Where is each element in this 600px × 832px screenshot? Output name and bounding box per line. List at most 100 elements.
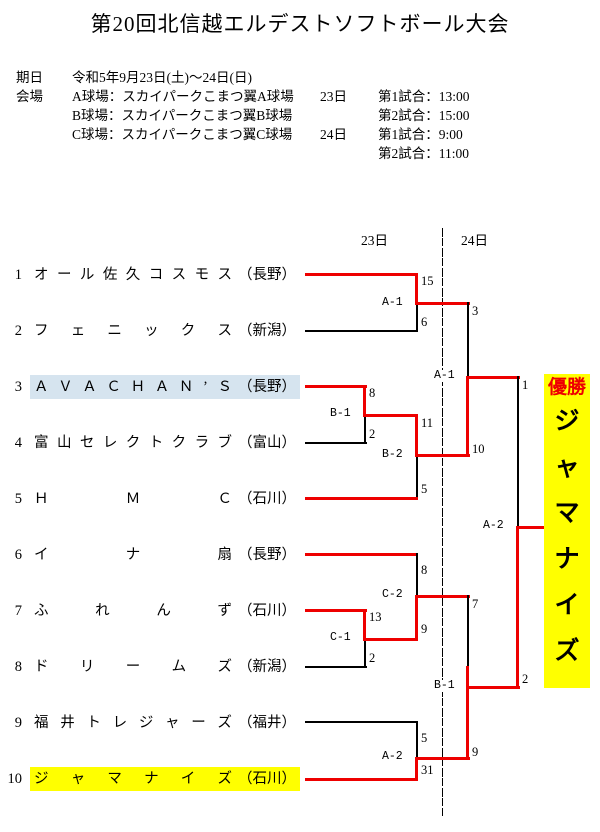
team-name-char: ’ [202,379,208,395]
team-name-char: ズ [217,771,232,787]
team-name-char: Ｃ [217,491,233,507]
match-label-b1-r1: B-1 [329,407,352,420]
team-name-char: Ｍ [125,491,141,507]
team-name-char: ー [191,715,206,731]
team-name: ジャマナイズ [34,767,238,791]
match-label-a2-r1: A-2 [381,750,404,763]
score-b1r2-bottom: 9 [472,745,479,759]
team-seed: 7 [14,603,22,619]
score-c1r1-top: 13 [369,610,382,624]
team-name-char: レ [102,435,118,451]
team-seed: 2 [14,323,22,339]
team-name-char: 富 [34,435,49,451]
champion-name-char: ナ [554,544,580,573]
team-seed: 1 [14,267,22,283]
team-name-char: Ｓ [217,379,232,395]
info-game: 第2試合：11:00 [378,146,469,161]
bracket-connector-b1-bottom [364,414,366,443]
team-name-char: Ｎ [178,379,194,395]
score-b2r1-bottom: 5 [421,482,428,496]
team-name-char: ク [171,435,187,451]
match-label-b1-r2: B-1 [433,679,456,692]
team-seed: 6 [14,547,22,563]
team-name-box: ふれんず （石川） [30,599,300,623]
champion-name-char: ズ [554,636,580,665]
team-seed: 4 [14,435,22,451]
team-name-char: Ｈ [130,379,146,395]
team-name-box: 福井トレジャーズ （福井） [30,711,300,735]
champion-name: ジ ャ マ ナ イ ズ [554,398,579,674]
team-name-box: ドリームズ （新潟） [30,655,300,679]
team-name-char: ャ [165,715,180,731]
team-name-box: フェニックス （新潟） [30,319,300,343]
champion-name-char: ャ [554,452,580,481]
team-name-char: ジ [138,715,154,731]
team-prefecture: （福井） [238,715,296,731]
team-name-char: ク [125,435,141,451]
team-name-char: Ａ [154,379,170,395]
match-label-c1-r1: C-1 [329,631,352,644]
bracket-connector-a1-bottom [416,303,418,331]
bracket-line-b1r2-advance [466,686,520,690]
bracket-line-team3-feed [305,385,367,389]
bracket-connector-c2-top [416,553,418,597]
team-name-box-champion: ジャマナイズ （石川） [30,767,300,791]
day-divider [441,228,443,816]
team-name-char: 扇 [217,547,233,563]
team-name-char: ラ [194,435,210,451]
team-name-char: Ａ [82,379,97,395]
team-prefecture: （石川） [238,603,296,619]
champion-name-char: マ [554,498,580,527]
team-name: イナ扇 [34,543,238,567]
team-name: オール佐久コスモス [34,263,238,287]
info-game: 第1試合：13:00 [378,89,470,104]
match-label-c2-r1: C-2 [381,588,404,601]
match-label-a1-r2: A-1 [433,369,456,382]
team-seed: 5 [14,491,22,507]
team-name-char: ス [217,323,232,339]
team-name-char: ニ [107,323,122,339]
page-title: 第20回北信越エルデストソフトボール大会 [90,12,510,36]
score-b1r1-bottom: 2 [369,427,376,441]
team-name-char: 佐 [102,267,118,283]
team-seed: 8 [14,659,22,675]
team-name-char: ス [217,267,233,283]
team-name-char: ん [156,603,171,619]
team-name-box: オール佐久コスモス （長野） [30,263,300,287]
score-c2r1-bottom: 9 [421,622,428,636]
match-label-a2-final: A-2 [482,519,505,532]
champion-name-char: イ [554,590,580,619]
score-a1r1-top: 15 [421,274,434,288]
team-name-char: ャ [70,771,86,787]
bracket-line-team1-feed [305,273,418,277]
bracket-line-b2-advance [415,454,470,458]
team-seed: 3 [14,379,22,395]
bracket-connector-c2-bottom [415,595,419,640]
team-prefecture: （長野） [238,267,296,283]
info-row: 第2試合：11:00 [16,144,470,163]
info-row: 会場 A球場：スカイパークこまつ翼A球場 23日 第1試合：13:00 [16,87,470,106]
team-name-char: ェ [70,323,86,339]
team-name-char: ク [180,323,196,339]
team-seed: 10 [7,771,23,787]
info-value: B球場：スカイパークこまつ翼B球場 [72,108,293,123]
bracket-connector-a2r1-top [416,721,418,760]
team-name-char: マ [107,771,122,787]
team-name-char: Ｃ [106,379,121,395]
score-b2r1-top: 11 [421,416,434,430]
team-name-char: 井 [60,715,75,731]
score-a2r1-top: 5 [421,731,428,745]
team-prefecture: （富山） [238,435,296,451]
score-final-top: 1 [522,378,529,392]
team-name-char: ず [217,603,232,619]
team-name-box: イナ扇 （長野） [30,543,300,567]
team-name-char: ル [79,267,95,283]
team-name-char: Ｖ [58,379,73,395]
day-header-23: 23日 [361,233,388,248]
bracket-connector-b1r2-top [467,595,469,669]
bracket-line-team2-feed [305,330,418,332]
bracket-connector-a1r2-top [467,302,469,379]
team-name-char: セ [79,435,95,451]
bracket-connector-b1r2-bottom [466,666,470,759]
bracket-line-a1-advance [415,302,470,306]
